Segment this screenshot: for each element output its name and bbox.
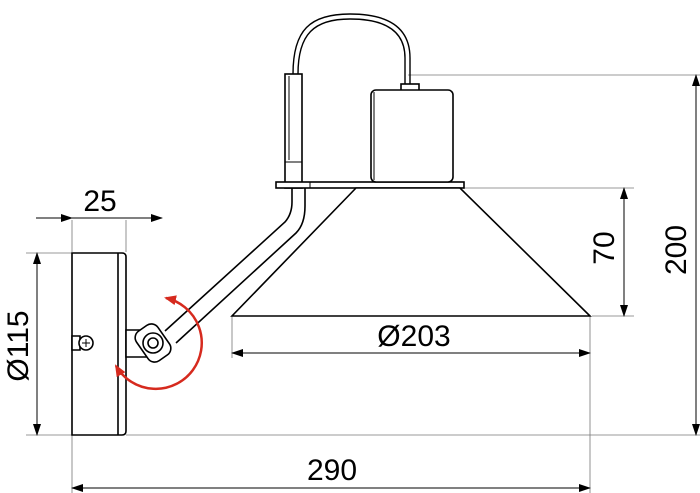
label-total-width: 290 [307,454,357,487]
arm-tube [164,188,306,344]
cable-sleeve [284,73,303,189]
label-total-height: 200 [660,225,693,275]
lamp-shade [230,187,592,317]
label-shade-diameter: Ø203 [377,320,450,353]
screw-icon [71,335,94,351]
shade-top-plate [275,181,465,189]
rotation-arrow-icon [114,295,203,391]
lamp-socket [370,83,454,183]
extension-lines [26,74,700,493]
power-cable-inner [297,18,406,86]
swivel-joint [125,323,172,363]
label-shade-height: 70 [588,231,621,264]
label-backplate-diameter: Ø115 [2,310,35,381]
label-backplate-depth: 25 [83,185,116,218]
power-cable [292,13,411,86]
wall-backplate [71,252,127,436]
